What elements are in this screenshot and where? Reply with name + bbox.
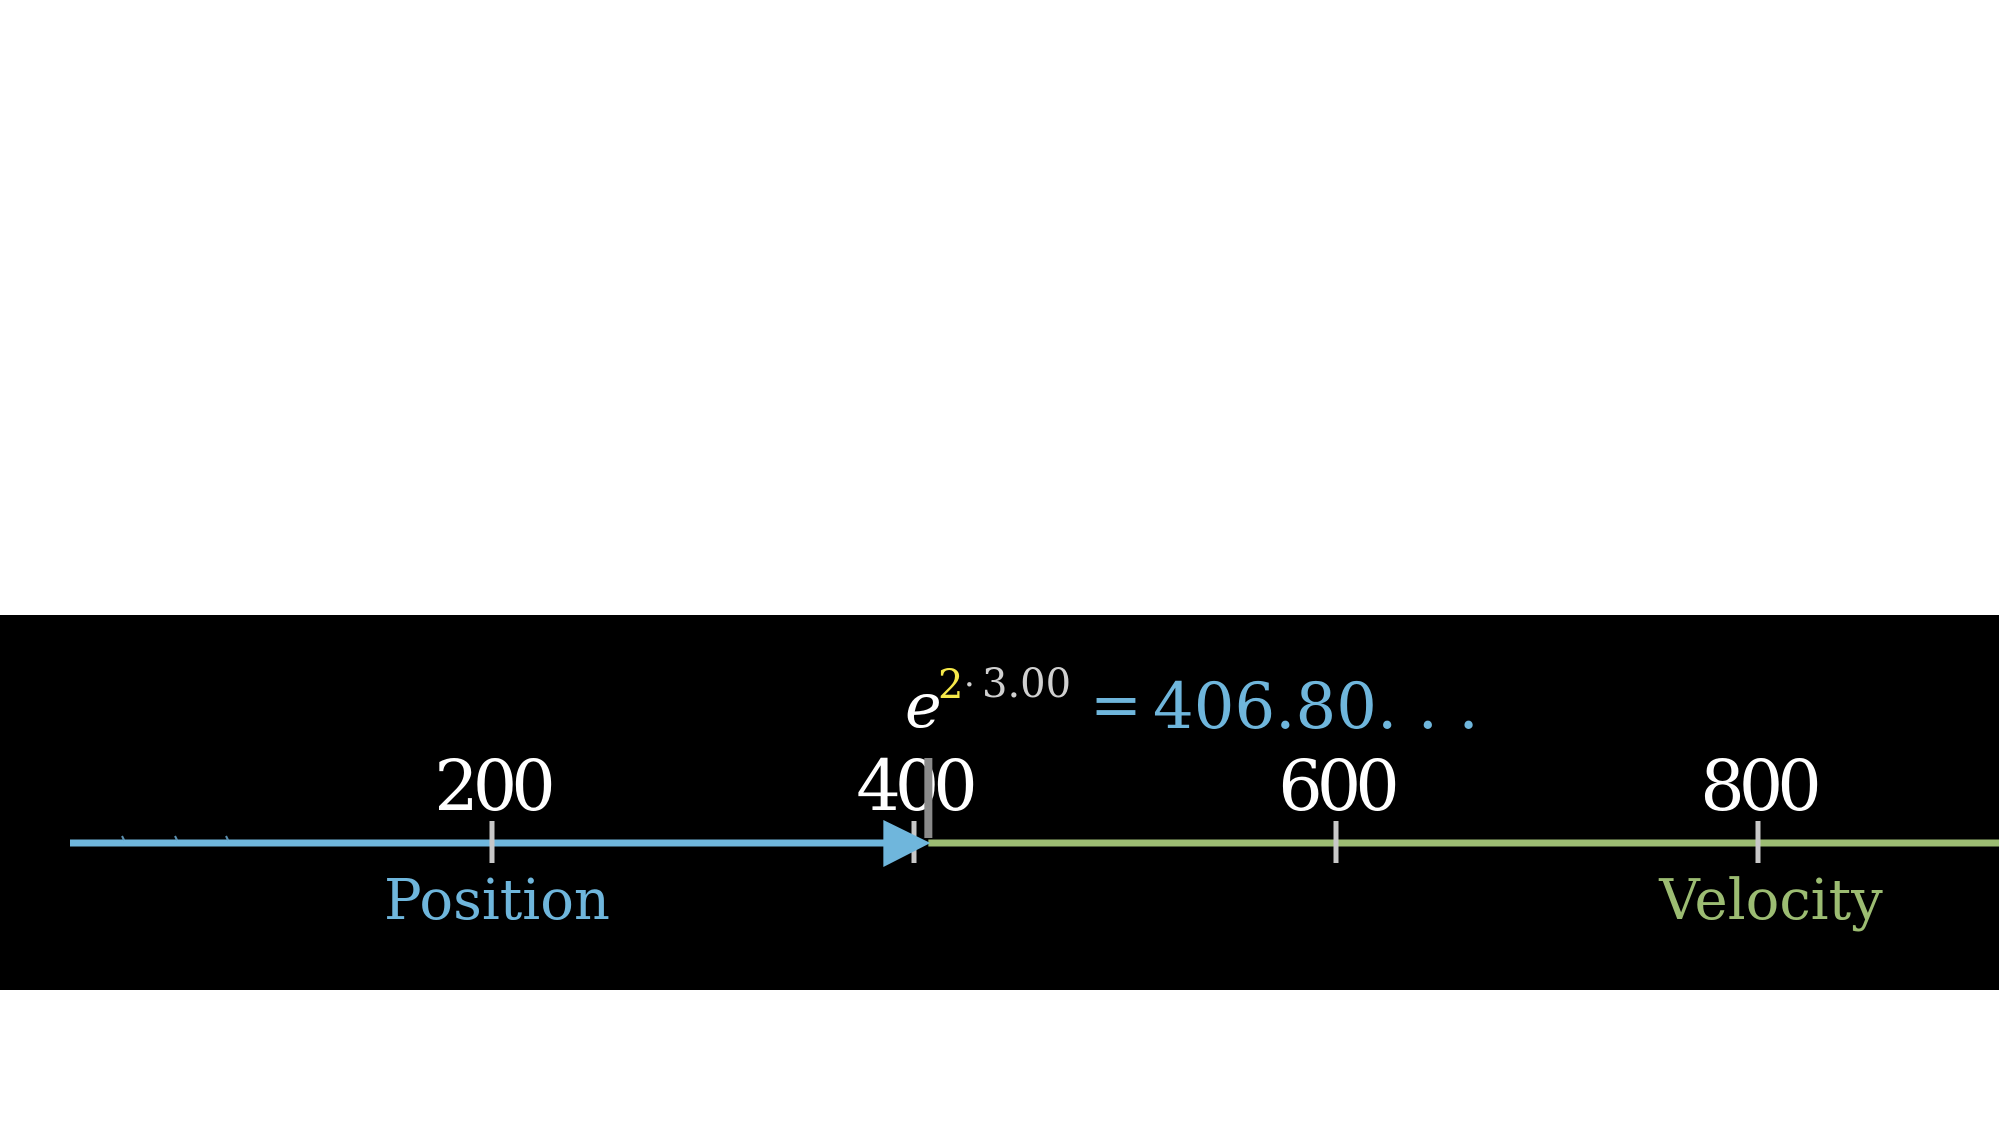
black-band — [0, 615, 1999, 990]
position-arrowhead — [883, 820, 931, 867]
equation: e 2 · 3.00 = 406.80. . . — [905, 661, 1479, 744]
equation-exponent-coefficient: 2 — [938, 662, 963, 708]
tick-label-200: 200 — [434, 745, 551, 827]
equation-exponent-time: 3.00 — [982, 661, 1071, 707]
equation-base: e — [905, 669, 942, 742]
position-label: Position — [384, 868, 610, 933]
start-marks — [121, 835, 229, 841]
equation-equals: = — [1090, 668, 1142, 741]
equation-exponent-dot: · — [964, 665, 975, 705]
equation-result: 406.80. . . — [1153, 670, 1479, 744]
velocity-label: Velocity — [1658, 868, 1883, 933]
tick-label-600: 600 — [1278, 745, 1395, 827]
position-marker — [924, 758, 933, 838]
tick-label-400: 400 — [856, 745, 973, 827]
tick-label-800: 800 — [1700, 745, 1817, 827]
tick-labels: 200 400 600 800 — [434, 745, 1823, 827]
